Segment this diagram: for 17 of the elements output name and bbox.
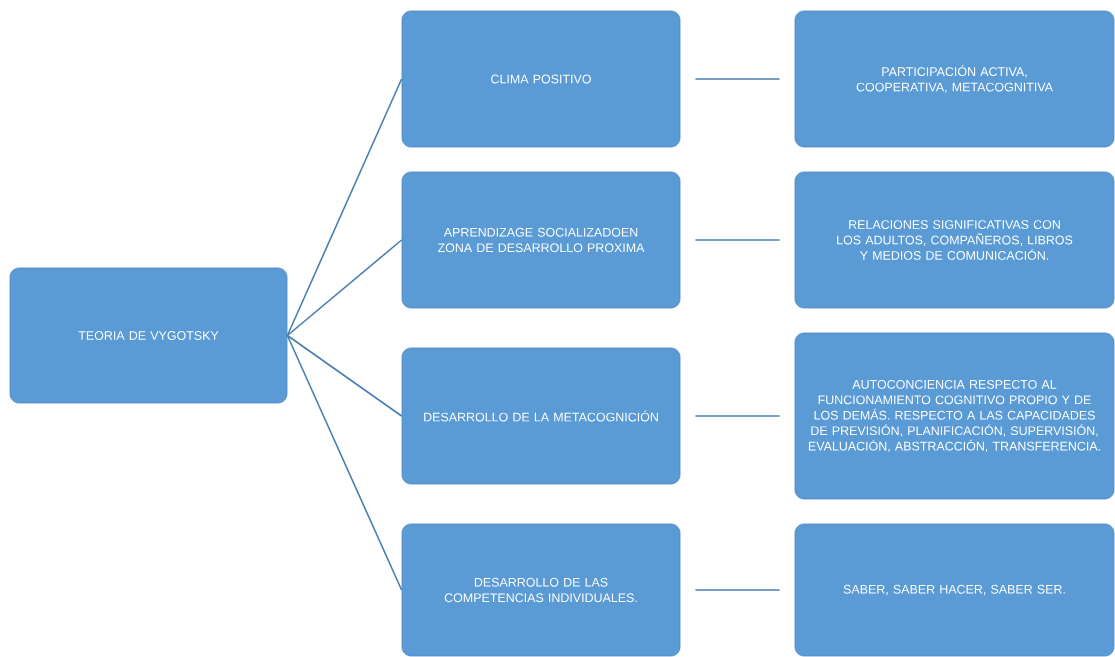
connector-line	[694, 589, 781, 591]
process-box: RELACIONES SIGNIFICATIVAS CON LOS ADULTOS, COMPAÑEROS, LIBROS Y MEDIOS DE COMUNICACIÓN.	[794, 171, 1115, 309]
process-box: DESARROLLO DE LAS COMPETENCIAS INDIVIDUALES.	[401, 523, 681, 657]
process-box: SABER, SABER HACER, SABER SER.	[794, 523, 1115, 657]
connector-line	[286, 334, 403, 591]
connector-line	[694, 78, 781, 80]
process-box: DESARROLLO DE LA METACOGNICIÓN	[401, 347, 681, 485]
process-box: APRENDIZAGE SOCIALIZADOEN ZONA DE DESARROLLO PROXIMA	[401, 171, 681, 309]
connector-line	[286, 334, 403, 417]
connector-line	[286, 78, 403, 337]
process-box: CLIMA POSITIVO	[401, 10, 681, 148]
process-box: TEORIA DE VYGOTSKY	[9, 267, 288, 404]
connector-line	[694, 415, 781, 417]
process-box: PARTICIPACIÓN ACTIVA, COOPERATIVA, METACOGNITIVA	[794, 10, 1115, 148]
connector-line	[694, 239, 781, 241]
process-box: AUTOCONCIENCIA RESPECTO AL FUNCIONAMIENTO COGNITIVO PROPIO Y DE LOS DEMÁS. RESPECTO A LAS CAPACIDADES DE PREVISIÓN, PLANIFICACIÓN, SUPERVISIÓN, EVALUACIÓN, ABSTRACCIÓN, TRANSFERENCIA.	[794, 332, 1115, 500]
connector-line	[286, 239, 403, 337]
